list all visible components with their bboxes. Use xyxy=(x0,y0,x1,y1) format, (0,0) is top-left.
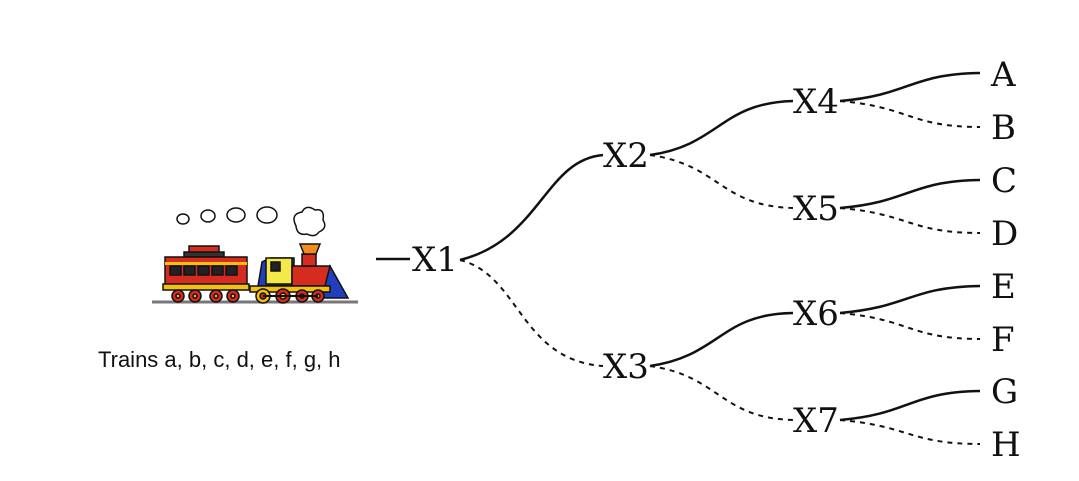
smoke-puffs xyxy=(176,206,326,237)
node-x4: X4 xyxy=(793,82,839,122)
steam-train-icon xyxy=(152,206,358,304)
leaf-f: F xyxy=(991,320,1015,360)
locomotive xyxy=(249,243,350,304)
leaf-g: G xyxy=(991,372,1018,412)
leaf-c: C xyxy=(991,161,1017,201)
node-x1: X1 xyxy=(412,240,458,280)
edge-x5-d xyxy=(839,207,981,234)
edge-x7-g xyxy=(839,389,981,422)
leaf-b: B xyxy=(991,108,1016,148)
edge-x1-x3 xyxy=(459,259,604,367)
node-x5: X5 xyxy=(793,189,839,229)
edge-x2-x4 xyxy=(649,99,794,157)
edge-x2-x5 xyxy=(649,154,794,209)
leaf-h: H xyxy=(991,425,1021,465)
trains-caption: Trains a, b, c, d, e, f, g, h xyxy=(98,347,341,372)
node-x6: X6 xyxy=(793,294,839,334)
edge-x3-x7 xyxy=(649,365,794,421)
leaf-e: E xyxy=(991,267,1016,307)
edge-x7-h xyxy=(839,419,981,445)
node-x3: X3 xyxy=(603,347,649,387)
edge-x4-a xyxy=(839,71,981,103)
edge-x4-b xyxy=(839,100,981,128)
edge-x1-x2 xyxy=(459,153,604,262)
node-x2: X2 xyxy=(603,136,649,176)
caboose xyxy=(162,245,250,303)
leaf-a: A xyxy=(990,55,1016,95)
edge-x6-e xyxy=(839,284,981,315)
leaf-d: D xyxy=(991,214,1018,254)
edge-x5-c xyxy=(839,178,981,210)
edge-x3-x6 xyxy=(649,311,794,368)
edge-x6-f xyxy=(839,312,981,340)
node-x7: X7 xyxy=(793,401,839,441)
